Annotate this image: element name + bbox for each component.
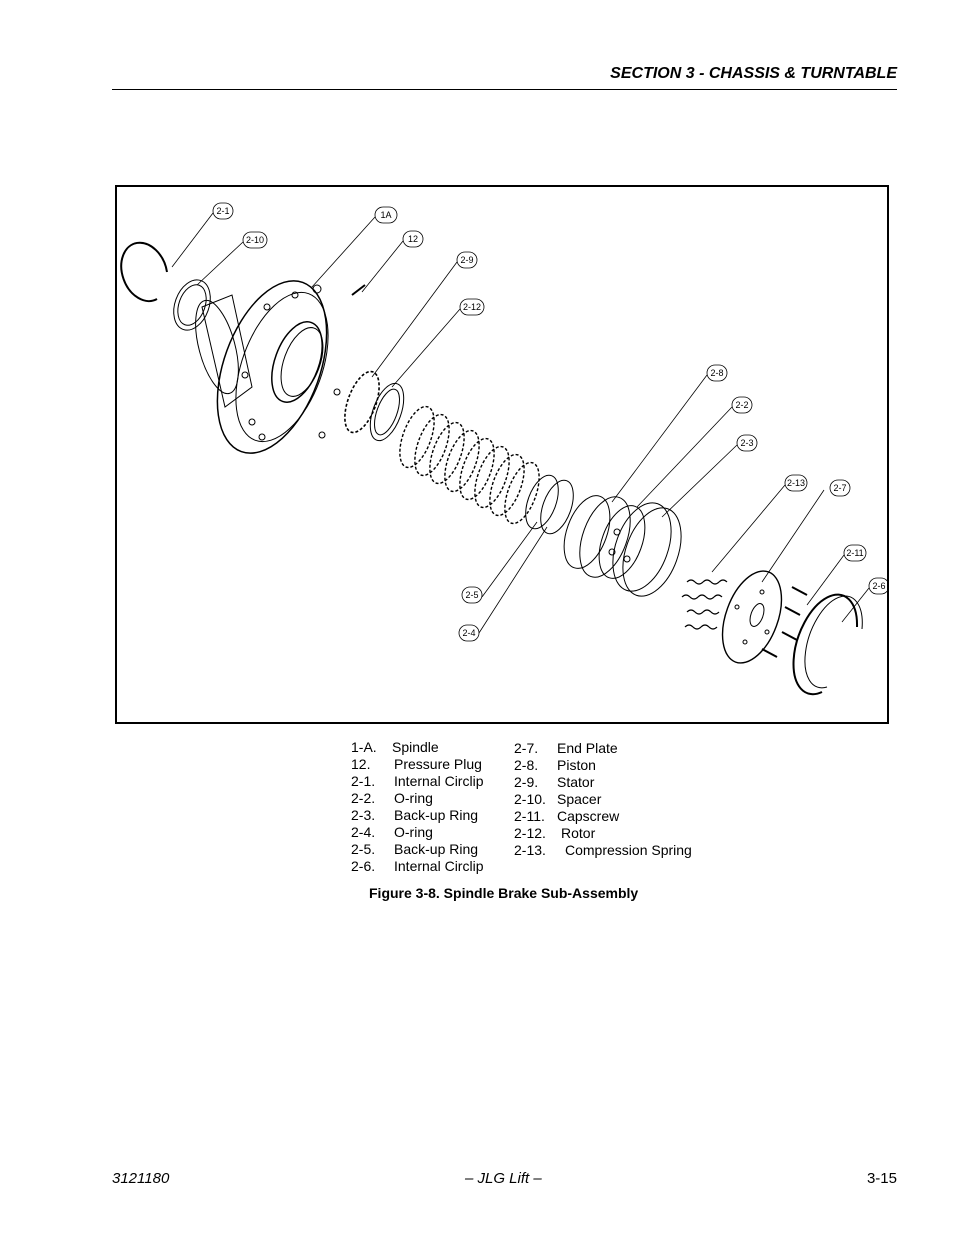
legend-part-name: Spindle [392, 739, 439, 755]
legend-number: 2-11. [514, 808, 545, 824]
spindle-brake-drawing: 2-1 2-10 1A 12 2-9 2-12 2-8 2-2 2-3 2-13… [120, 202, 887, 696]
legend-part-name: O-ring [394, 790, 433, 806]
legend-number: 2-3. [351, 807, 376, 823]
callout-2-11: 2-11 [846, 548, 863, 558]
callout-1a: 1A [380, 210, 391, 220]
legend-item: 2-1. Internal Circlip [351, 773, 511, 790]
legend-number: 2-2. [351, 790, 376, 806]
legend-number: 2-5. [351, 841, 376, 857]
legend-item: 2-9. Stator [514, 774, 714, 791]
legend-item: 2-3. Back-up Ring [351, 807, 511, 824]
legend-number: 2-1. [351, 773, 376, 789]
legend-number: 1-A. [351, 739, 377, 755]
legend-part-name: Compression Spring [565, 842, 692, 858]
legend-item: 2-8. Piston [514, 757, 714, 774]
callout-2-13: 2-13 [787, 478, 805, 488]
legend-number: 2-6. [351, 858, 376, 874]
parts-legend-left: 1-A. Spindle 12. Pressure Plug 2-1. Interna… [351, 739, 511, 875]
callout-2-6: 2-6 [872, 581, 885, 591]
legend-number: 2-9. [514, 774, 539, 790]
callout-2-4: 2-4 [462, 628, 475, 638]
callout-2-12: 2-12 [463, 302, 481, 312]
callout-2-7: 2-7 [833, 483, 846, 493]
callout-2-8: 2-8 [710, 368, 723, 378]
footer-doc-number: 3121180 [112, 1170, 170, 1187]
legend-number: 2-10. [514, 791, 546, 807]
footer-publisher: – JLG Lift – [465, 1170, 542, 1187]
legend-item: 1-A. Spindle [351, 739, 511, 756]
figure-caption: Figure 3-8. Spindle Brake Sub-Assembly [369, 885, 639, 901]
legend-part-name: Back-up Ring [394, 841, 479, 857]
exploded-diagram: 2-1 2-10 1A 12 2-9 2-12 2-8 2-2 2-3 2-13… [115, 185, 889, 724]
legend-part-name: Stator [557, 774, 595, 790]
legend-number: 2-8. [514, 757, 539, 773]
legend-part-name: O-ring [394, 824, 433, 840]
legend-part-name: Internal Circlip [394, 773, 484, 789]
footer-page-number: 3-15 [866, 1170, 897, 1187]
legend-part-name: Back-up Ring [394, 807, 479, 823]
callout-2-9: 2-9 [460, 255, 473, 265]
legend-item: 2-6. Internal Circlip [351, 858, 511, 875]
legend-item: 2-7. End Plate [514, 740, 714, 757]
legend-item: 12. Pressure Plug [351, 756, 511, 773]
legend-part-name: Pressure Plug [394, 756, 482, 772]
callout-12: 12 [408, 234, 418, 244]
legend-part-name: Piston [557, 757, 596, 773]
legend-number: 2-7. [514, 740, 539, 756]
legend-number: 12. [351, 756, 371, 772]
legend-part-name: Internal Circlip [394, 858, 484, 874]
callout-2-10: 2-10 [246, 235, 264, 245]
legend-item: 2-11. Capscrew [514, 808, 714, 825]
legend-item: 2-13. Compression Spring [514, 842, 714, 859]
header-divider [112, 89, 897, 90]
parts-legend-right: 2-7. End Plate 2-8. Piston 2-9. Stator 2-10… [514, 740, 714, 859]
legend-part-name: Rotor [561, 825, 596, 841]
legend-part-name: Capscrew [557, 808, 620, 824]
legend-item: 2-5. Back-up Ring [351, 841, 511, 858]
legend-part-name: End Plate [557, 740, 618, 756]
callout-2-2: 2-2 [735, 400, 748, 410]
callout-2-3: 2-3 [740, 438, 753, 448]
legend-part-name: Spacer [557, 791, 602, 807]
legend-number: 2-4. [351, 824, 376, 840]
callout-2-1: 2-1 [216, 206, 229, 216]
legend-number: 2-12. [514, 825, 546, 841]
section-title: SECTION 3 - CHASSIS & TURNTABLE [610, 65, 897, 82]
legend-item: 2-4. O-ring [351, 824, 511, 841]
callout-2-5: 2-5 [465, 590, 478, 600]
legend-item: 2-12. Rotor [514, 825, 714, 842]
legend-item: 2-2. O-ring [351, 790, 511, 807]
legend-number: 2-13. [514, 842, 546, 858]
legend-item: 2-10. Spacer [514, 791, 714, 808]
